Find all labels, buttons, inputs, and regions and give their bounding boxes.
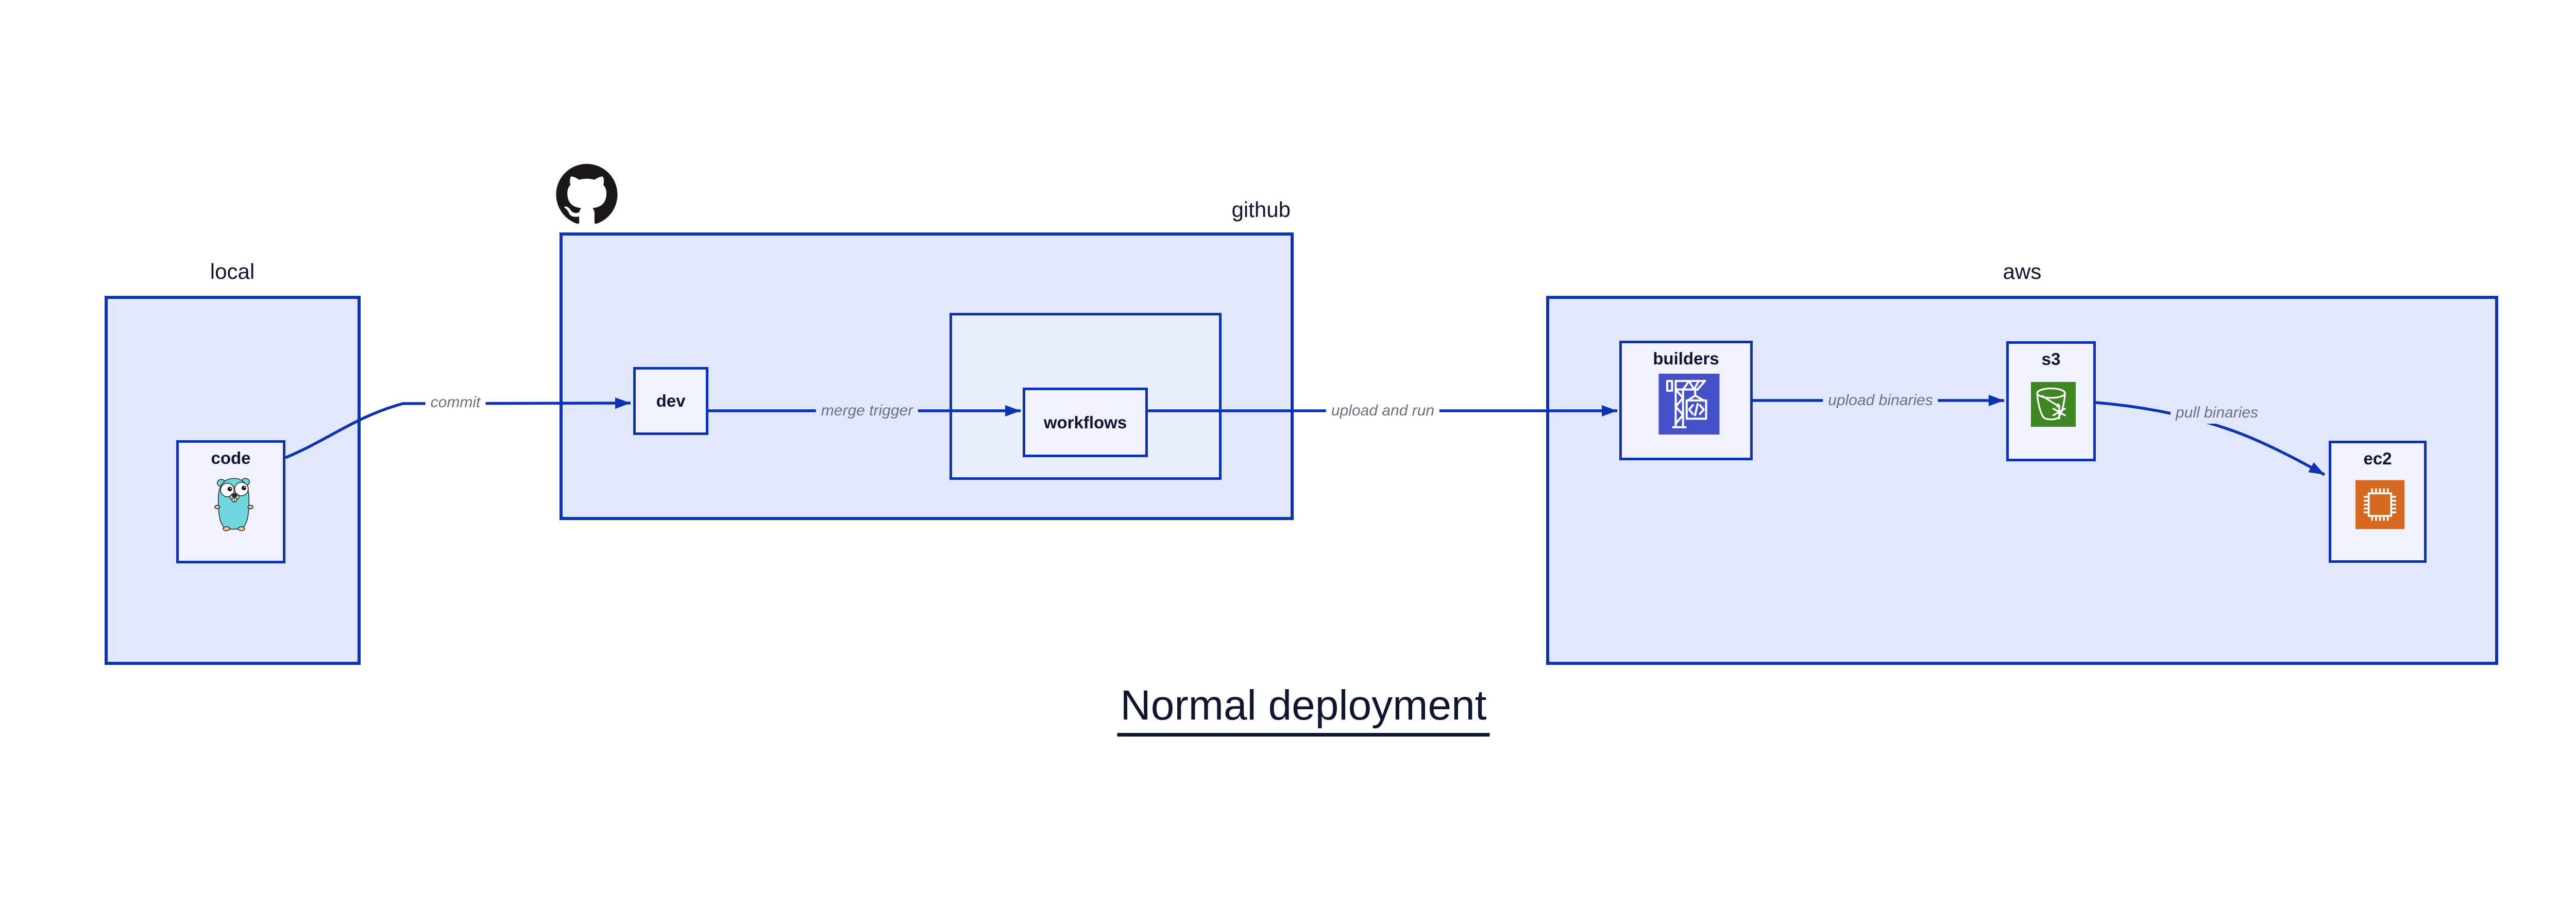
node-label-s3: s3 [2041, 349, 2061, 369]
node-s3: s3 [2006, 341, 2096, 461]
node-workflows: workflows [1023, 388, 1148, 457]
codebuild-crane-icon [1658, 374, 1720, 435]
node-dev: dev [633, 367, 708, 435]
s3-bucket-icon [2031, 382, 2076, 427]
group-label-local: local [210, 259, 255, 283]
node-builders: builders [1619, 341, 1753, 460]
node-ec2: ec2 [2329, 441, 2427, 563]
edge-label-upload-and-run: upload and run [1326, 400, 1440, 422]
node-label-code: code [211, 448, 251, 467]
gopher-icon [214, 478, 253, 531]
node-label-dev: dev [656, 391, 686, 410]
group-label-aws: aws [2003, 259, 2042, 283]
node-label-workflows: workflows [1043, 412, 1127, 432]
node-label-builders: builders [1653, 349, 1719, 368]
node-code: code [176, 440, 285, 563]
edge-label-upload-binaries: upload binaries [1823, 390, 1938, 411]
ec2-chip-icon [2355, 480, 2404, 529]
group-label-github: github [1231, 197, 1291, 222]
edge-label-merge-trigger: merge trigger [816, 400, 919, 422]
github-logo-icon [556, 164, 618, 224]
edge-label-commit: commit [425, 392, 486, 413]
node-label-ec2: ec2 [2363, 449, 2392, 468]
edge-label-pull-binaries: pull binaries [2170, 402, 2264, 424]
diagram-title: Normal deployment [1117, 681, 1490, 737]
